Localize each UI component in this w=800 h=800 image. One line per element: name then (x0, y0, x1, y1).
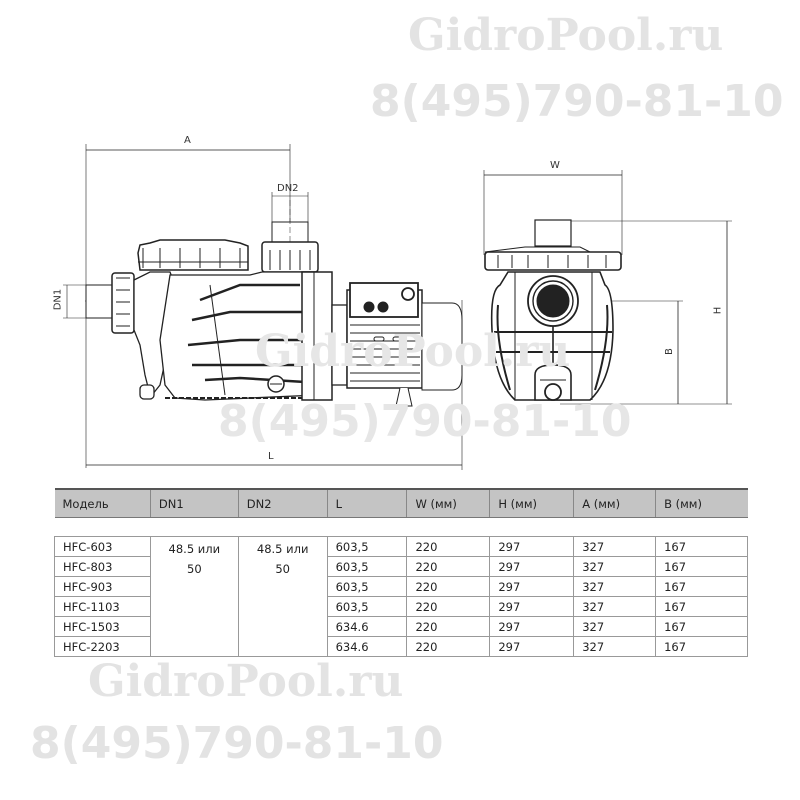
cell-h: 297 (489, 556, 575, 577)
dn1-line2: 50 (187, 562, 202, 576)
header-dn2: DN2 (237, 488, 328, 518)
pump-specifications-table: Модель DN1 DN2 L W (мм) H (мм) A (мм) B … (54, 488, 748, 657)
cell-b: 167 (655, 576, 748, 597)
cell-l: 634.6 (326, 616, 408, 637)
header-w: W (мм) (406, 488, 490, 518)
cell-w: 220 (406, 616, 491, 637)
cell-l: 634.6 (326, 636, 408, 657)
cell-model: HFC-1503 (54, 616, 151, 637)
dn2-line1: 48.5 или (256, 542, 309, 556)
watermark-site-bottom: GidroPool.ru (88, 656, 404, 707)
cell-b: 167 (655, 636, 748, 657)
header-h: H (мм) (489, 488, 574, 518)
dimension-label-dn2: DN2 (277, 183, 299, 194)
table-row: HFC-1103 603,5 220 297 327 167 (54, 596, 748, 617)
cell-model: HFC-2203 (54, 636, 151, 657)
cell-h: 297 (489, 636, 575, 657)
table-row: HFC-2203 634.6 220 297 327 167 (54, 636, 748, 657)
dimension-label-a: A (184, 135, 191, 146)
cell-model: HFC-603 (54, 536, 151, 557)
dimension-label-h: H (712, 306, 724, 315)
cell-w: 220 (406, 596, 491, 617)
dn2-line2: 50 (275, 562, 290, 576)
cell-a: 327 (573, 636, 657, 657)
cell-model: HFC-1103 (54, 596, 151, 617)
cell-l: 603,5 (326, 596, 408, 617)
header-b: B (мм) (655, 488, 748, 518)
cell-b: 167 (655, 596, 748, 617)
dimension-label-dn1: DN1 (52, 288, 64, 311)
watermark-phone-bottom: 8(495)790-81-10 (30, 718, 444, 769)
cell-dn1-merged: 48.5 или 50 (149, 536, 239, 657)
cell-h: 297 (489, 576, 575, 597)
cell-w: 220 (406, 636, 491, 657)
cell-w: 220 (406, 536, 491, 557)
cell-w: 220 (406, 556, 491, 577)
dimension-label-b: B (663, 348, 675, 355)
table-row: HFC-1503 634.6 220 297 327 167 (54, 616, 748, 637)
cell-h: 297 (489, 536, 575, 557)
cell-l: 603,5 (326, 556, 408, 577)
header-model: Модель (54, 488, 151, 518)
dimension-label-w: W (550, 160, 560, 171)
header-dn1: DN1 (149, 488, 239, 518)
table-row: HFC-603 48.5 или 50 48.5 или 50 603,5 22… (54, 536, 748, 657)
dn1-line1: 48.5 или (168, 542, 221, 556)
header-a: A (мм) (573, 488, 656, 518)
cell-l: 603,5 (326, 536, 408, 557)
cell-l: 603,5 (326, 576, 408, 597)
pump-dimension-drawing (63, 144, 732, 470)
cell-a: 327 (573, 616, 657, 637)
cell-h: 297 (489, 596, 575, 617)
cell-a: 327 (573, 536, 657, 557)
cell-b: 167 (655, 616, 748, 637)
cell-a: 327 (573, 576, 657, 597)
cell-dn2-merged: 48.5 или 50 (237, 536, 328, 657)
dimension-label-l: L (268, 451, 274, 462)
cell-w: 220 (406, 576, 491, 597)
cell-a: 327 (573, 596, 657, 617)
cell-b: 167 (655, 556, 748, 577)
table-header-row: Модель DN1 DN2 L W (мм) H (мм) A (мм) B … (54, 488, 748, 518)
cell-b: 167 (655, 536, 748, 557)
header-l: L (326, 488, 407, 518)
cell-h: 297 (489, 616, 575, 637)
cell-a: 327 (573, 556, 657, 577)
cell-model: HFC-803 (54, 556, 151, 577)
table-row: HFC-803 603,5 220 297 327 167 (54, 556, 748, 577)
cell-model: HFC-903 (54, 576, 151, 597)
